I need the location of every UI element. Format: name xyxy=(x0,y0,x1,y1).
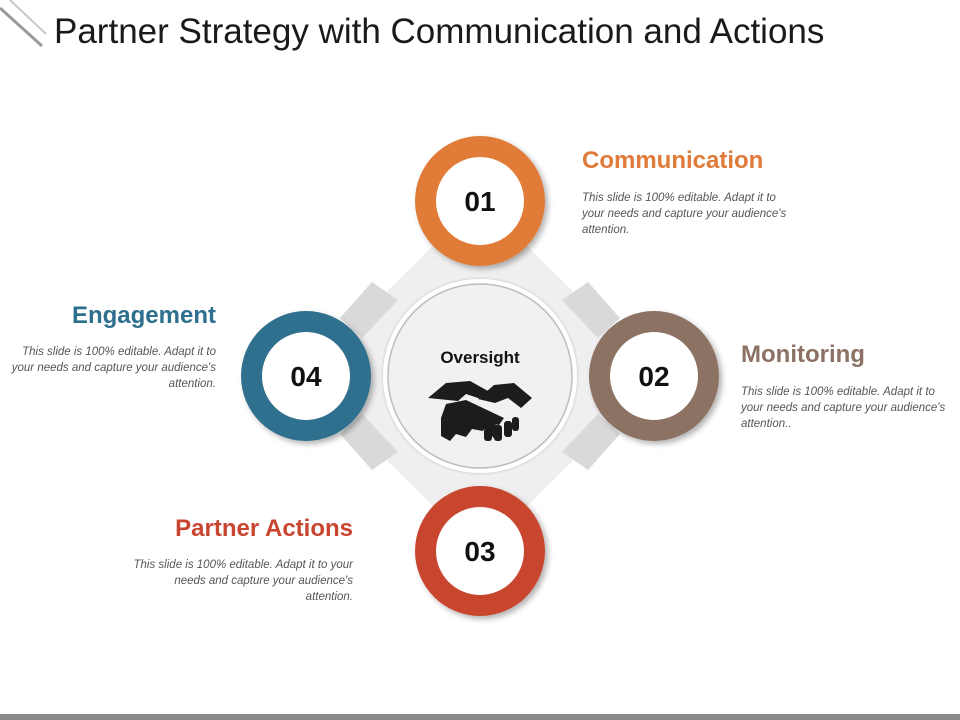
step-number: 02 xyxy=(638,361,669,392)
center-hub: Oversight xyxy=(381,277,579,475)
communication-description: This slide is 100% editable. Adapt it to… xyxy=(582,192,787,236)
step-number: 03 xyxy=(464,536,495,567)
engagement-heading: Engagement xyxy=(71,302,216,329)
monitoring-heading: Monitoring xyxy=(741,341,865,368)
connector-links xyxy=(340,282,620,470)
monitoring-description: This slide is 100% editable. Adapt it to… xyxy=(741,386,946,430)
footer-bar xyxy=(0,714,960,720)
step-number: 01 xyxy=(464,186,495,217)
step-node-04: 04 xyxy=(241,311,371,441)
step-number: 04 xyxy=(290,361,322,392)
slide-title: Partner Strategy with Communication and … xyxy=(54,12,825,51)
corner-decoration xyxy=(0,0,47,48)
partner-actions-description: This slide is 100% editable. Adapt it to… xyxy=(133,559,353,603)
handshake-icon xyxy=(428,381,532,441)
step-node-03: 03 xyxy=(415,486,545,616)
communication-heading: Communication xyxy=(582,147,764,174)
step-node-01: 01 xyxy=(415,136,545,266)
center-label: Oversight xyxy=(440,348,520,367)
step-node-02: 02 xyxy=(589,311,719,441)
partner-actions-heading: Partner Actions xyxy=(175,515,353,542)
engagement-description: This slide is 100% editable. Adapt it to… xyxy=(11,346,216,390)
